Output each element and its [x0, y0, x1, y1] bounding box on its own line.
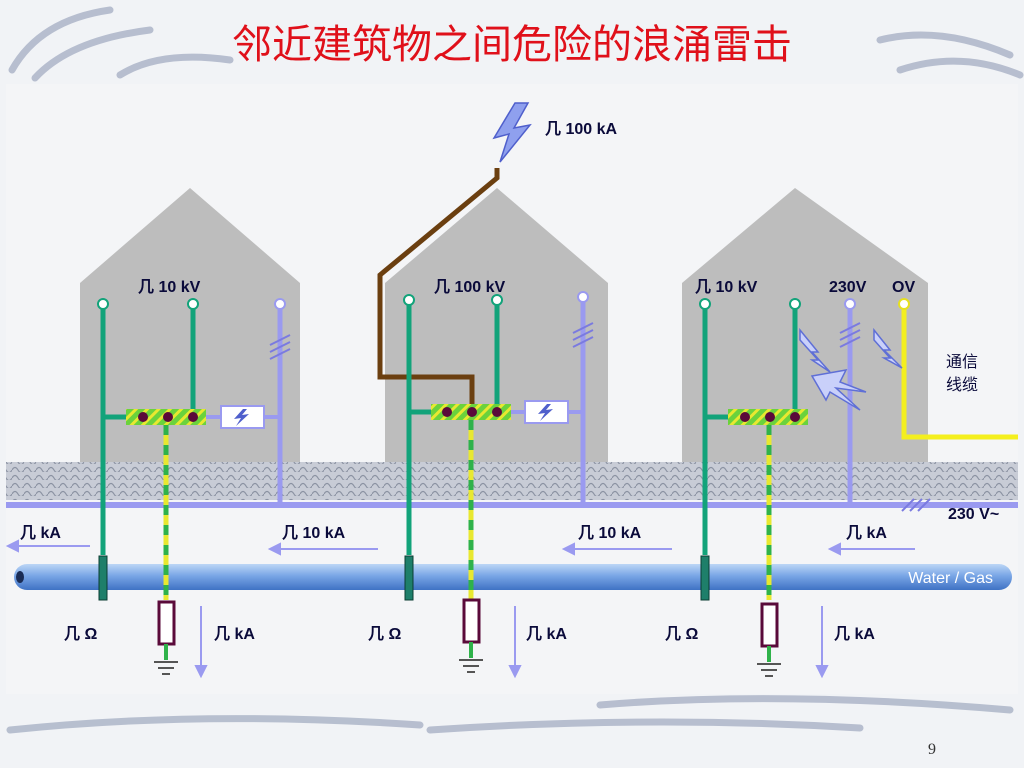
spd-surge-icon — [524, 400, 569, 424]
current-label-1: 几 kA — [20, 524, 61, 542]
building-3-voltage-label: 几 10 kV — [695, 278, 758, 296]
earth-current-label-2: 几 kA — [526, 625, 567, 643]
earth-current-label-3: 几 kA — [834, 625, 875, 643]
lightning-bolt-icon — [492, 102, 532, 163]
water-gas-pipe — [14, 564, 1012, 590]
building-1-wiring — [97, 298, 291, 675]
current-label-3: 几 10 kA — [578, 524, 642, 542]
comm-cable-label-line2: 线缆 — [946, 375, 978, 394]
comm-supply-label: OV — [892, 279, 915, 296]
comm-cable — [901, 304, 1018, 440]
spd-surge-icon — [220, 405, 265, 429]
building-1-voltage-label: 几 10 kV — [138, 278, 201, 296]
earth-resistance-label-2: 几 Ω — [368, 625, 401, 643]
lightning-current-path — [377, 168, 500, 410]
current-label-2: 几 10 kA — [282, 524, 346, 542]
building-2-voltage-label: 几 100 kV — [434, 278, 505, 296]
building-3 — [682, 188, 928, 462]
page-number: 9 — [928, 741, 936, 758]
pipe-label: Water / Gas — [908, 570, 993, 587]
building-1 — [80, 188, 300, 462]
mains-line-symbol — [901, 498, 931, 512]
current-label-4: 几 kA — [846, 524, 887, 542]
earth-current-label-1: 几 kA — [214, 625, 255, 643]
ground-soil — [6, 462, 1018, 500]
earth-resistance-label-3: 几 Ω — [665, 625, 698, 643]
surge-spark-icon — [799, 327, 903, 411]
comm-cable-label-line1: 通信 — [946, 352, 978, 371]
earth-resistance-label-1: 几 Ω — [64, 625, 97, 643]
slide-title: 邻近建筑物之间危险的浪涌雷击 — [232, 22, 792, 67]
building-2-wiring — [403, 291, 594, 673]
mains-line-label: 230 V~ — [948, 506, 999, 523]
lightning-current-label: 几 100 kA — [545, 120, 617, 138]
current-arrows — [5, 539, 915, 679]
mains-supply-label: 230V — [829, 279, 867, 296]
decorative-swirls — [6, 6, 1024, 734]
